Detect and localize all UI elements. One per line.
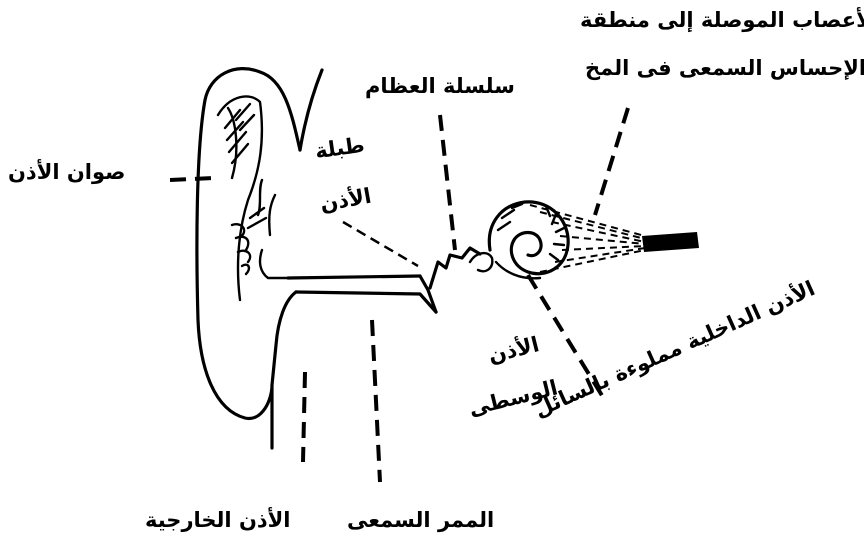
nerve-fan — [530, 205, 645, 272]
ear-canal-bottom — [296, 292, 436, 312]
leader-canal — [372, 320, 380, 482]
label-nerves-line2: الإحساس السمعى فى المخ — [585, 58, 864, 79]
cochlea — [489, 202, 568, 278]
pinna-outline — [197, 69, 300, 448]
label-ear-canal: الممر السمعى — [347, 510, 494, 531]
canal-lower-entrance — [272, 292, 296, 385]
leader-pinna — [170, 178, 215, 180]
label-ossicles: سلسلة العظام — [365, 76, 515, 97]
leader-nerves — [595, 108, 628, 215]
antitragus-fold — [269, 195, 275, 235]
ossicle-chain — [430, 248, 480, 288]
leader-ossicles — [440, 115, 455, 250]
nerve-bundle — [642, 232, 699, 252]
ear-canal-top — [288, 276, 420, 278]
label-pinna: صوان الأذن — [8, 162, 125, 183]
leader-outer-ear — [303, 372, 305, 462]
tragus — [260, 250, 288, 278]
leader-eardrum — [343, 222, 418, 266]
label-outer-ear: الأذن الخارجية — [145, 510, 290, 531]
ossicle-stirrup — [470, 253, 492, 271]
label-nerves-line1: الأعصاب الموصلة إلى منطقة — [580, 10, 864, 31]
